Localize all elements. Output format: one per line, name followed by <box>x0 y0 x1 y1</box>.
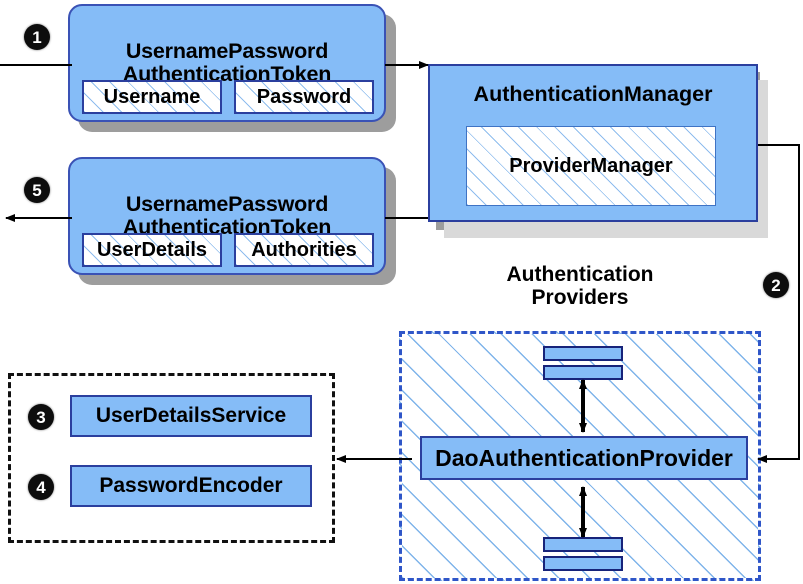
response-token-title-line2: AuthenticationToken <box>122 215 332 239</box>
dao-authentication-provider-label: DaoAuthenticationProvider <box>435 444 733 471</box>
password-encoder-label: PasswordEncoder <box>99 474 283 497</box>
request-token-title-line1: UsernamePassword <box>125 39 329 64</box>
providers-group-title-line2: Providers <box>531 286 629 310</box>
response-token-title: UsernamePassword AuthenticationToken <box>122 192 332 239</box>
authentication-manager-label: AuthenticationManager <box>473 82 713 106</box>
wire-manager-to-provider <box>757 144 800 463</box>
response-token-field-authorities[interactable]: Authorities <box>234 233 374 267</box>
other-provider-bottom-bar-2 <box>543 556 623 571</box>
other-provider-top-bar-1 <box>543 346 623 361</box>
badge-2-label: 2 <box>771 275 781 295</box>
badge-4-label: 4 <box>36 477 46 497</box>
request-token-field-password-label: Password <box>256 85 352 108</box>
request-token-field-password[interactable]: Password <box>234 80 374 114</box>
badge-1-label: 1 <box>32 27 42 47</box>
response-token-title-line1: UsernamePassword <box>125 192 329 217</box>
request-token-field-username[interactable]: Username <box>82 80 222 114</box>
providers-group-title: Authentication Providers <box>460 263 700 309</box>
dao-authentication-provider-node[interactable]: DaoAuthenticationProvider <box>420 436 748 480</box>
badge-3: 3 <box>28 404 54 430</box>
badge-5-label: 5 <box>32 180 42 200</box>
other-provider-bottom-bar-1 <box>543 537 623 552</box>
user-details-service-node[interactable]: UserDetailsService <box>70 395 312 437</box>
badge-2: 2 <box>763 272 789 298</box>
badge-4: 4 <box>28 474 54 500</box>
request-token-title: UsernamePassword AuthenticationToken <box>122 39 332 86</box>
user-details-service-label: UserDetailsService <box>95 404 287 427</box>
response-token-field-userdetails-label: UserDetails <box>96 238 208 261</box>
badge-5: 5 <box>24 177 50 203</box>
password-encoder-node[interactable]: PasswordEncoder <box>70 465 312 507</box>
response-token-field-authorities-label: Authorities <box>251 238 357 261</box>
providers-group-title-line1: Authentication <box>506 263 654 286</box>
badge-1: 1 <box>24 24 50 50</box>
provider-manager-node[interactable]: ProviderManager <box>466 126 716 206</box>
badge-3-label: 3 <box>36 407 46 427</box>
request-token-title-line2: AuthenticationToken <box>122 62 332 86</box>
provider-manager-label: ProviderManager <box>509 154 673 177</box>
request-token-field-username-label: Username <box>103 85 201 108</box>
response-token-field-userdetails[interactable]: UserDetails <box>82 233 222 267</box>
